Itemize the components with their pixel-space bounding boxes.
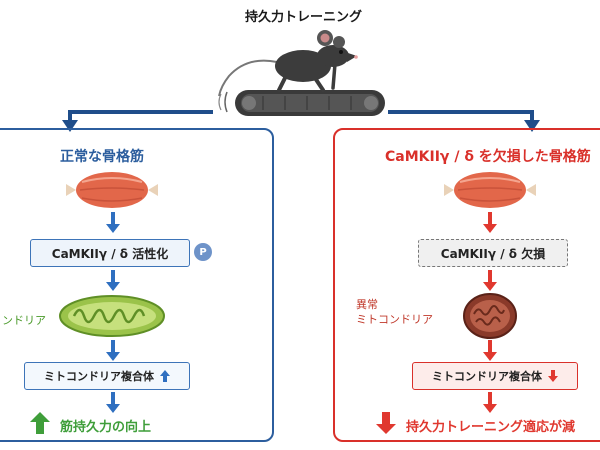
left-mito-label: ンドリア bbox=[2, 314, 46, 327]
left-branch-arrowhead bbox=[62, 120, 78, 132]
muscle-icon-right bbox=[444, 172, 536, 208]
red-down-arrow-icon bbox=[376, 412, 396, 434]
green-up-arrow-icon bbox=[30, 412, 50, 434]
left-complex-box: ミトコンドリア複合体 bbox=[24, 362, 190, 390]
left-arrow-1 bbox=[106, 212, 120, 233]
muscle-icon-left bbox=[66, 172, 158, 208]
right-outcome: 持久力トレーニング適応が減 bbox=[406, 420, 576, 435]
right-mito-label: 異常 ミトコンドリア bbox=[356, 297, 433, 327]
mouse-treadmill-illustration bbox=[218, 30, 385, 116]
left-arrow-3 bbox=[106, 340, 120, 361]
phosphate-badge: P bbox=[194, 243, 212, 261]
right-mito-label-line2: ミトコンドリア bbox=[356, 313, 433, 326]
right-arrow-1 bbox=[483, 212, 497, 233]
up-arrow-icon bbox=[160, 370, 170, 382]
right-mito-label-line1: 異常 bbox=[356, 298, 378, 311]
down-arrow-icon bbox=[548, 370, 558, 382]
mitochondria-abnormal-icon bbox=[463, 293, 517, 339]
left-outcome: 筋持久力の向上 bbox=[60, 420, 152, 435]
right-camk-box: CaMKIIγ / δ 欠損 bbox=[418, 239, 568, 267]
mitochondria-normal-icon bbox=[59, 295, 165, 337]
right-panel-title: CaMKIIγ / δ を欠損した骨格筋 bbox=[385, 149, 591, 165]
mouse-icon bbox=[218, 30, 358, 97]
right-arrow-4 bbox=[483, 392, 497, 413]
left-arrow-2 bbox=[106, 270, 120, 291]
right-complex-box: ミトコンドリア複合体 bbox=[412, 362, 578, 390]
left-arrow-4 bbox=[106, 392, 120, 413]
top-title: 持久力トレーニング bbox=[245, 10, 363, 25]
right-arrow-2 bbox=[483, 270, 497, 291]
left-complex-label: ミトコンドリア複合体 bbox=[44, 370, 154, 383]
left-panel-title: 正常な骨格筋 bbox=[60, 149, 144, 165]
branch-arrows bbox=[62, 110, 540, 132]
deficient-muscle-panel bbox=[333, 128, 600, 442]
normal-muscle-panel bbox=[0, 128, 274, 442]
treadmill-icon bbox=[218, 90, 385, 116]
right-complex-label: ミトコンドリア複合体 bbox=[432, 370, 542, 383]
right-branch-arrowhead bbox=[524, 120, 540, 132]
right-arrow-3 bbox=[483, 340, 497, 361]
left-camk-box: CaMKIIγ / δ 活性化 bbox=[30, 239, 190, 267]
